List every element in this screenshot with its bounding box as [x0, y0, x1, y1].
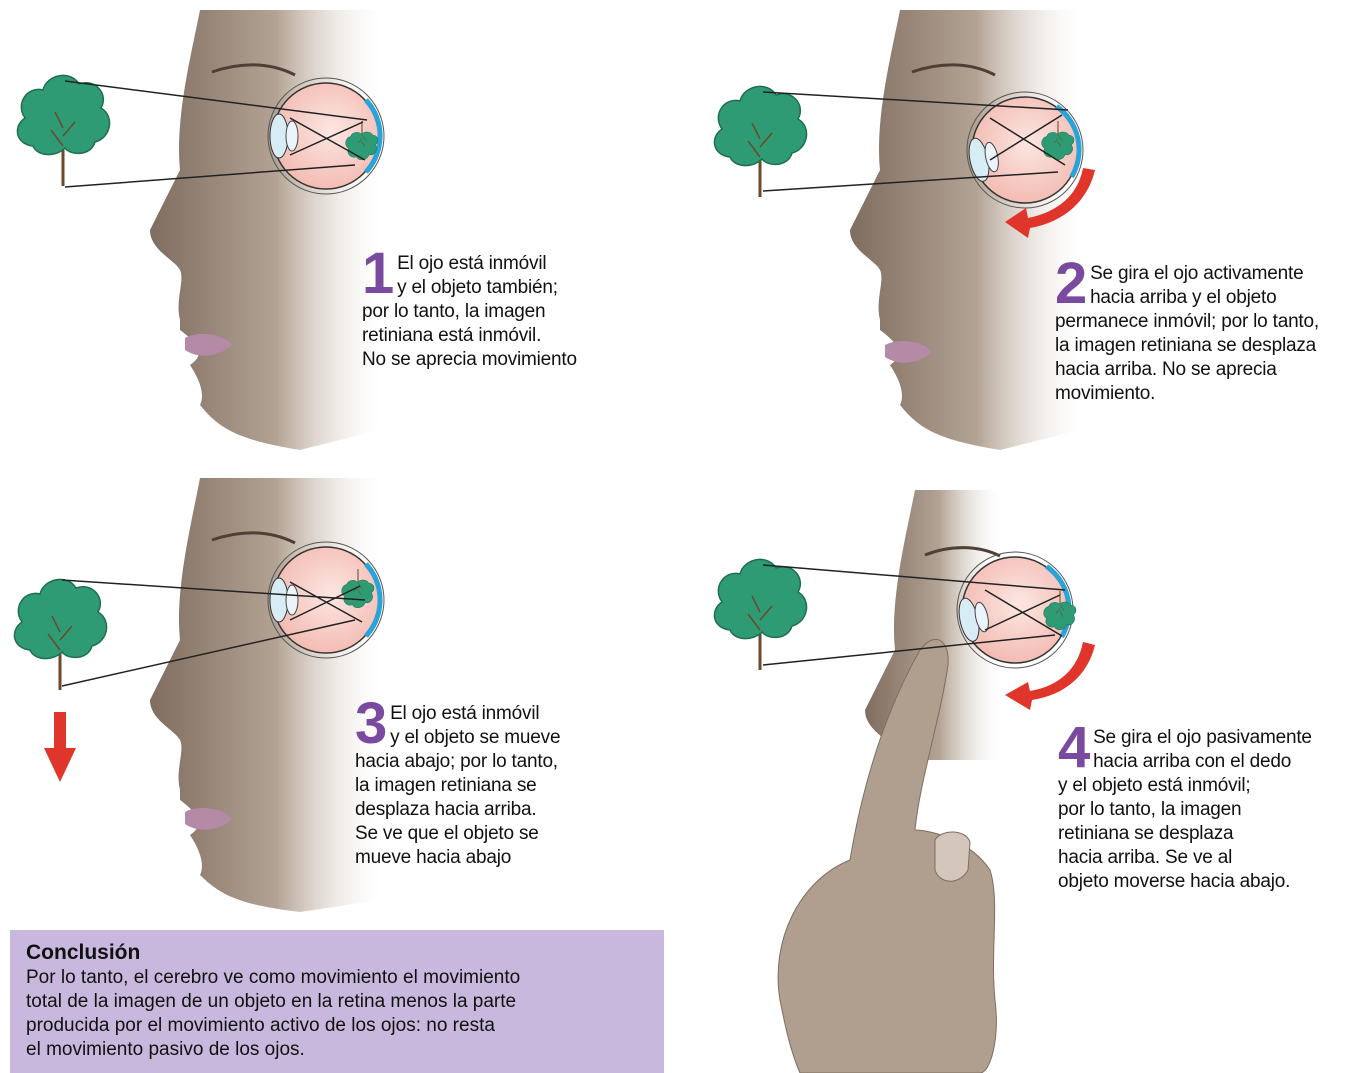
panel-3-line: hacia abajo; por lo tanto,	[355, 750, 558, 774]
panel-4-line: y el objeto está inmóvil;	[1058, 774, 1290, 798]
panel-2-number: 2	[1055, 260, 1087, 308]
panel-2-figure	[714, 10, 1095, 450]
panel-3-line: Se ve que el objeto se	[355, 822, 558, 846]
panel-1-text: 1 El ojo está inmóvil y el objeto tambié…	[362, 252, 577, 372]
panel-4-line: retiniana se desplaza	[1058, 822, 1290, 846]
down-arrow	[44, 712, 76, 782]
face-profile	[150, 478, 380, 912]
panel-1-line: El ojo está inmóvil	[362, 252, 577, 276]
panel-3-line: desplaza hacia arriba.	[355, 798, 558, 822]
panel-2-text: 2 Se gira el ojo activamente hacia arrib…	[1055, 262, 1319, 406]
panel-3-number: 3	[355, 700, 387, 748]
panel-2-line: Se gira el ojo activamente	[1055, 262, 1319, 286]
panel-3-text: 3 El ojo está inmóvil y el objeto se mue…	[355, 702, 558, 870]
panel-2-line: hacia arriba y el objeto	[1055, 286, 1319, 310]
panel-2-line: permanece inmóvil; por lo tanto,	[1055, 310, 1319, 334]
conclusion-box: Conclusión Por lo tanto, el cerebro ve c…	[10, 930, 664, 1073]
panel-3-figure	[14, 478, 384, 912]
conclusion-line: total de la imagen de un objeto en la re…	[26, 990, 648, 1014]
panel-2-line: hacia arriba. No se aprecia	[1055, 358, 1319, 382]
panel-4-line: Se gira el ojo pasivamente	[1058, 726, 1290, 750]
panel-3-line: mueve hacia abajo	[355, 846, 558, 870]
panel-2-line: movimiento.	[1055, 382, 1319, 406]
panel-1-line: y el objeto también;	[362, 276, 577, 300]
conclusion-line: el movimiento pasivo de los ojos.	[26, 1038, 648, 1062]
panel-2-line: la imagen retiniana se desplaza	[1055, 334, 1319, 358]
conclusion-line: producida por el movimiento activo de lo…	[26, 1014, 648, 1038]
panel-4-figure	[714, 490, 1095, 1073]
panel-4-line: hacia arriba. Se ve al	[1058, 846, 1290, 870]
face-profile	[850, 10, 1080, 450]
panel-1-line: No se aprecia movimiento	[362, 348, 577, 372]
panel-4-number: 4	[1058, 724, 1090, 772]
conclusion-title: Conclusión	[26, 940, 648, 966]
panel-1-line: retiniana está inmóvil.	[362, 324, 577, 348]
panel-4-line: objeto moverse hacia abajo.	[1058, 870, 1290, 894]
panel-1-figure	[17, 10, 384, 450]
panel-3-line: la imagen retiniana se	[355, 774, 558, 798]
panel-1-number: 1	[362, 250, 394, 298]
panel-4-line: por lo tanto, la imagen	[1058, 798, 1290, 822]
panel-4-line: hacia arriba con el dedo	[1058, 750, 1290, 774]
panel-4-text: 4 Se gira el ojo pasivamente hacia arrib…	[1058, 726, 1290, 894]
thumbnail	[935, 832, 970, 881]
panel-1-line: por lo tanto, la imagen	[362, 300, 577, 324]
conclusion-line: Por lo tanto, el cerebro ve como movimie…	[26, 966, 648, 990]
face-profile	[150, 10, 380, 450]
